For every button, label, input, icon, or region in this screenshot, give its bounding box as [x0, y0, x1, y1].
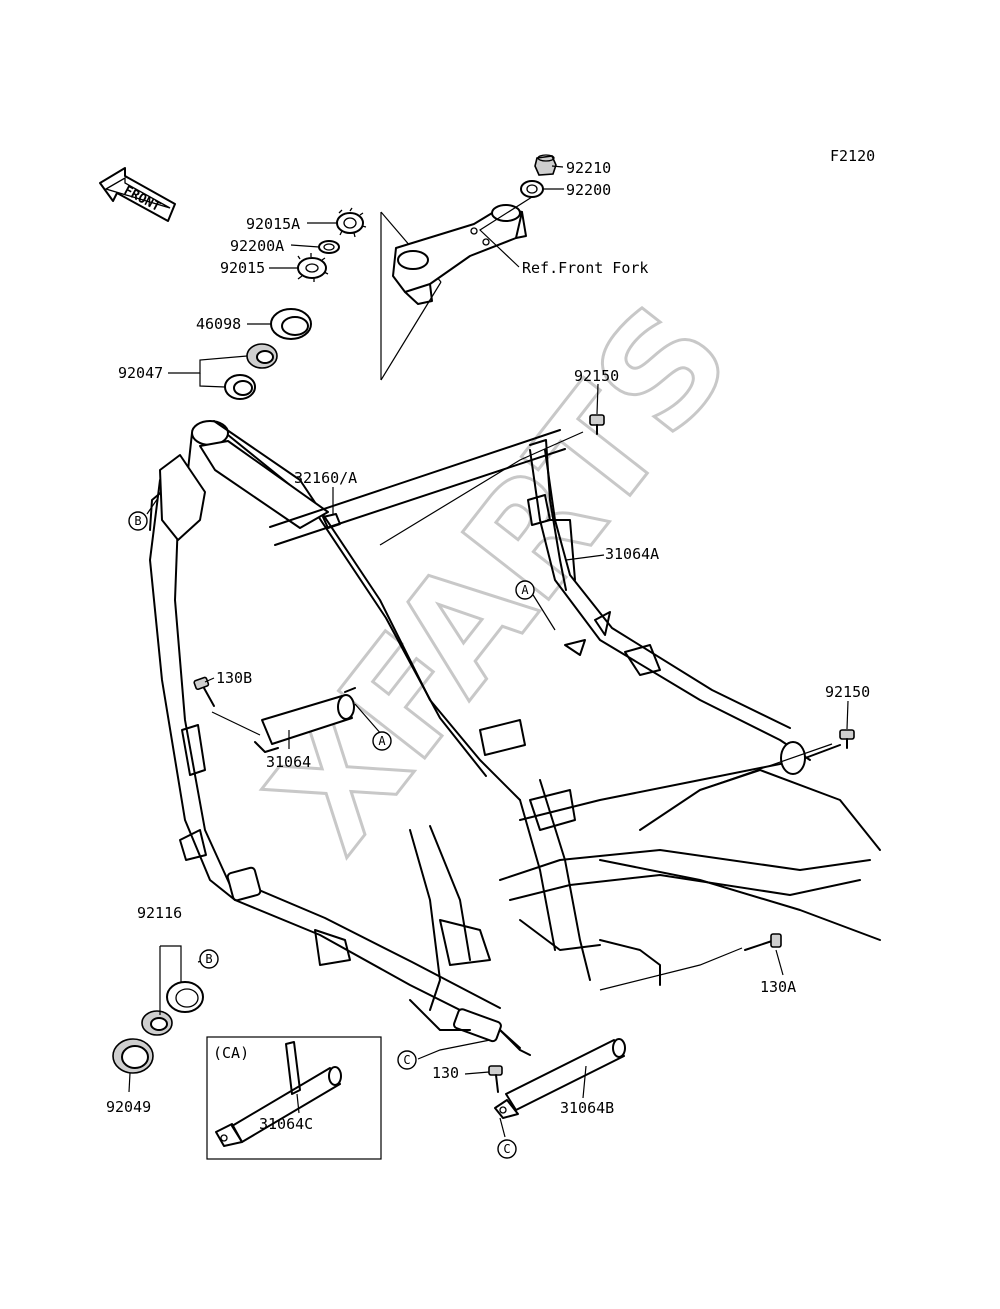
label-92150-top: 92150 [574, 367, 619, 385]
label-92049: 92049 [106, 1098, 151, 1116]
callout-a-mid: A [372, 731, 392, 751]
label-92015A: 92015A [246, 215, 300, 233]
part-92015A-nut [336, 207, 367, 238]
upper-fork-bracket [392, 204, 527, 305]
label-31064A: 31064A [605, 545, 659, 563]
figure-code: F2120 [830, 147, 875, 165]
part-92015-nut [297, 253, 329, 282]
part-92116-seal [166, 981, 204, 1013]
part-92200-washer [520, 180, 544, 198]
label-31064C: 31064C [259, 1115, 313, 1133]
label-92047: 92047 [118, 364, 163, 382]
ca-inset-box: (CA) [206, 1036, 382, 1160]
watermark-text: XFARTS [236, 274, 765, 882]
label-ref-front-fork: Ref.Front Fork [522, 259, 648, 277]
watermark: XFARTS [235, 272, 767, 883]
label-130A: 130A [760, 978, 796, 996]
label-32160A: 32160/A [294, 469, 357, 487]
label-130B: 130B [216, 669, 252, 687]
callout-b-lower: B [199, 949, 219, 969]
part-92049-seal [112, 1038, 154, 1074]
label-31064B: 31064B [560, 1099, 614, 1117]
callout-c-left-letter: C [403, 1053, 410, 1067]
part-31064B-crossmember [494, 1038, 626, 1119]
label-31064: 31064 [266, 753, 311, 771]
part-130B-bolt [193, 676, 215, 707]
ca-inset-label: (CA) [213, 1044, 249, 1062]
label-130: 130 [432, 1064, 459, 1082]
label-92200A: 92200A [230, 237, 284, 255]
part-92047-bearing-upper [246, 343, 278, 369]
part-92200A-washer [318, 240, 340, 254]
callout-a-right: A [515, 580, 535, 600]
callout-b-left-letter: B [134, 514, 141, 528]
part-92210-nut [534, 154, 557, 176]
callout-c-left: C [397, 1050, 417, 1070]
part-46098-seal [270, 308, 312, 340]
label-92210: 92210 [566, 159, 611, 177]
part-130-bolt [488, 1065, 503, 1093]
part-92150-bolt-top [589, 414, 605, 435]
callout-a-mid-letter: A [378, 734, 386, 748]
callout-c-bottom-letter: C [503, 1142, 510, 1156]
part-31064A-bracket [529, 439, 576, 591]
label-92015: 92015 [220, 259, 265, 277]
label-92200: 92200 [566, 181, 611, 199]
label-46098: 46098 [196, 315, 241, 333]
part-31064-crossmember [254, 687, 356, 753]
label-92116: 92116 [137, 904, 182, 922]
part-92150-bolt-right [839, 729, 855, 749]
part-labels: 92210 92200 Ref.Front Fork 92015A 92200A… [106, 159, 870, 1133]
callout-a-right-letter: A [521, 583, 529, 597]
main-frame [149, 420, 881, 1056]
label-92150-right: 92150 [825, 683, 870, 701]
part-92116-nut [141, 1010, 173, 1036]
callout-b-lower-letter: B [205, 952, 212, 966]
callout-b-left: B [128, 511, 148, 531]
callout-c-bottom: C [497, 1139, 517, 1159]
front-arrow-icon: FRONT [99, 167, 176, 222]
part-130A-bolt [744, 933, 782, 951]
part-92047-bearing-lower [224, 374, 256, 400]
